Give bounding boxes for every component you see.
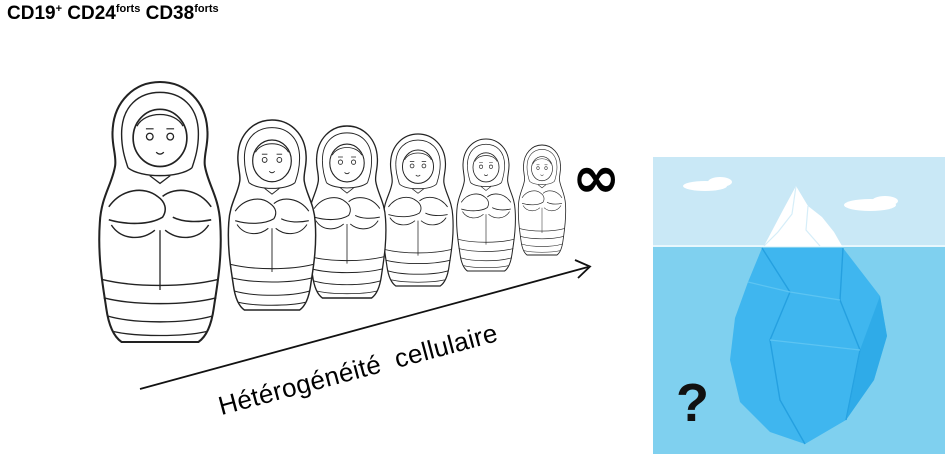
title-marker-cd24: CD24 [62,3,116,24]
question-mark: ? [676,373,709,433]
arrow-icon [139,259,592,390]
diagram-title: CD19+ CD24forts CD38forts [7,3,219,26]
matryoshka-doll-icon [382,133,454,287]
title-sup-cd38: forts [194,3,219,15]
matryoshka-doll-icon [98,80,222,344]
title-marker-cd38: CD38 [140,3,195,24]
title-sup-cd24: forts [115,3,141,15]
title-sup-cd19: + [55,3,63,15]
iceberg-icon [653,157,945,454]
matryoshka-doll-icon [456,138,516,272]
title-marker-cd19: CD19 [7,3,56,24]
matryoshka-doll-icon [307,125,387,299]
infinity-symbol: ∞ [572,143,621,211]
matryoshka-doll-icon [227,119,317,311]
matryoshka-doll-icon [517,144,567,256]
